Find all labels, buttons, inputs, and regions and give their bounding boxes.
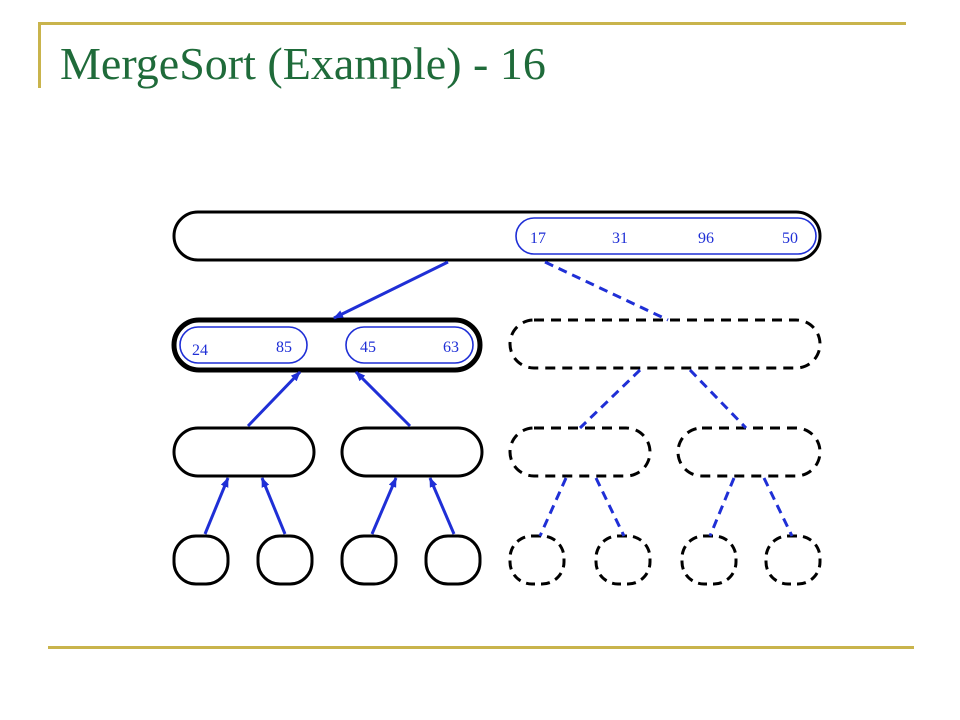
level1-left-group-b bbox=[345, 326, 474, 364]
leaf-node-6 bbox=[594, 534, 652, 586]
root-value-2: 31 bbox=[612, 230, 628, 247]
leaf-node-8 bbox=[764, 534, 822, 586]
dashed-level2d-to-leaf8 bbox=[762, 477, 794, 537]
root-node bbox=[172, 210, 822, 262]
arrow-root-to-left bbox=[333, 260, 449, 320]
level1-left-value-4: 63 bbox=[443, 339, 459, 356]
level1-left-value-2: 85 bbox=[276, 339, 292, 356]
slide-title: MergeSort (Example) - 16 bbox=[60, 38, 546, 89]
frame-bottom-rule bbox=[48, 646, 914, 649]
leaf-node-5 bbox=[508, 534, 566, 586]
leaf-node-4 bbox=[424, 534, 482, 586]
dashed-root-to-right bbox=[544, 260, 669, 322]
frame-left-bar bbox=[38, 22, 41, 88]
level1-left-value-1: 24 bbox=[192, 342, 208, 359]
level2-node-2 bbox=[340, 426, 484, 478]
level1-right-node bbox=[508, 318, 822, 370]
dashed-right-to-level2c bbox=[578, 368, 642, 430]
level1-left-value-3: 45 bbox=[360, 339, 376, 356]
leaf-node-7 bbox=[680, 534, 738, 586]
dashed-level2d-to-leaf7 bbox=[708, 477, 736, 537]
dashed-level2c-to-leaf5 bbox=[538, 477, 568, 537]
root-sorted-group bbox=[515, 217, 817, 255]
arrow-leaf3-up bbox=[370, 477, 398, 535]
root-value-1: 17 bbox=[530, 230, 546, 247]
arrow-leaf4-up bbox=[428, 477, 456, 535]
root-value-4: 50 bbox=[782, 230, 798, 247]
arrow-level2a-to-left bbox=[246, 370, 302, 428]
dashed-level2c-to-leaf6 bbox=[594, 477, 626, 537]
leaf-node-1 bbox=[172, 534, 230, 586]
frame-top-rule bbox=[38, 22, 906, 25]
dashed-right-to-level2d bbox=[688, 368, 748, 430]
level1-left-group-a bbox=[179, 326, 308, 364]
level2-node-3 bbox=[508, 426, 652, 478]
level1-left-node bbox=[171, 317, 483, 373]
leaf-node-3 bbox=[340, 534, 398, 586]
arrow-leaf2-up bbox=[260, 477, 287, 535]
leaf-node-2 bbox=[256, 534, 314, 586]
level2-node-1 bbox=[172, 426, 316, 478]
level2-node-4 bbox=[676, 426, 822, 478]
arrow-level2b-to-left bbox=[354, 370, 412, 428]
arrow-leaf1-up bbox=[203, 477, 230, 535]
root-value-3: 96 bbox=[698, 230, 714, 247]
